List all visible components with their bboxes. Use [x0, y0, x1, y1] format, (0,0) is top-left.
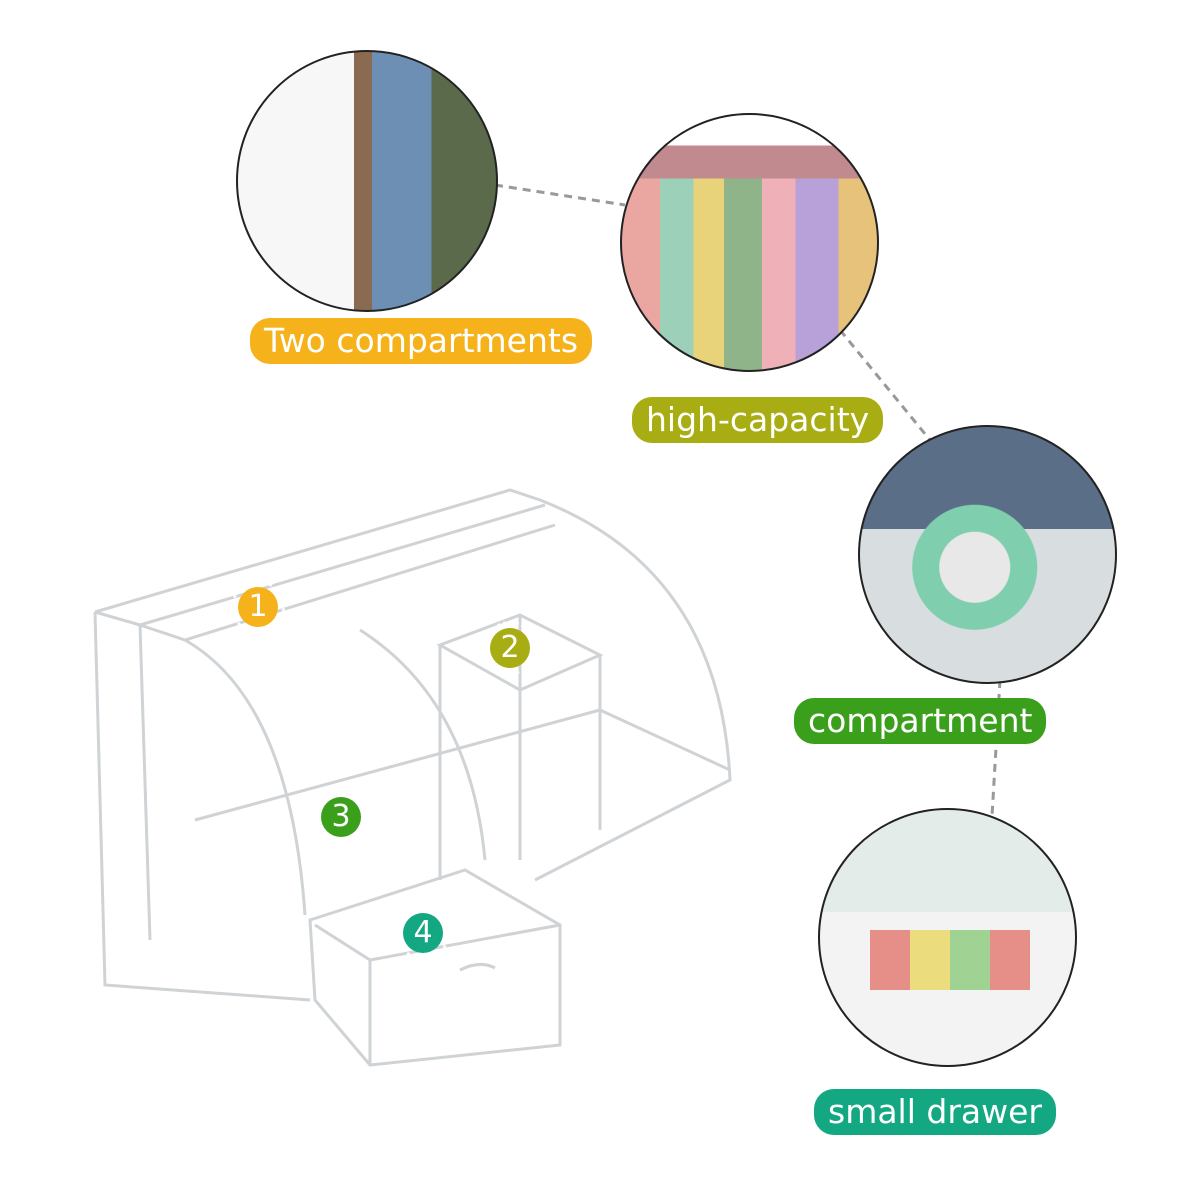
drawer	[308, 868, 562, 1067]
label-two-compartments: Two compartments	[250, 318, 593, 364]
badge-4: 4	[396, 906, 450, 960]
label-high-capacity: high-capacity	[632, 397, 884, 443]
detail-photo-two-compartments	[236, 50, 498, 312]
label-small-drawer: small drawer	[814, 1089, 1056, 1135]
badge-2: 2	[483, 621, 537, 675]
badge-1: 1	[231, 580, 285, 634]
label-compartment: compartment	[794, 698, 1047, 744]
detail-photo-small-drawer	[818, 808, 1077, 1067]
badge-3: 3	[314, 790, 368, 844]
connector-line	[494, 183, 626, 207]
connector-line	[838, 329, 932, 441]
detail-photo-compartment	[858, 425, 1117, 684]
organizer-top	[94, 488, 732, 882]
detail-photo-high-capacity	[620, 113, 879, 372]
